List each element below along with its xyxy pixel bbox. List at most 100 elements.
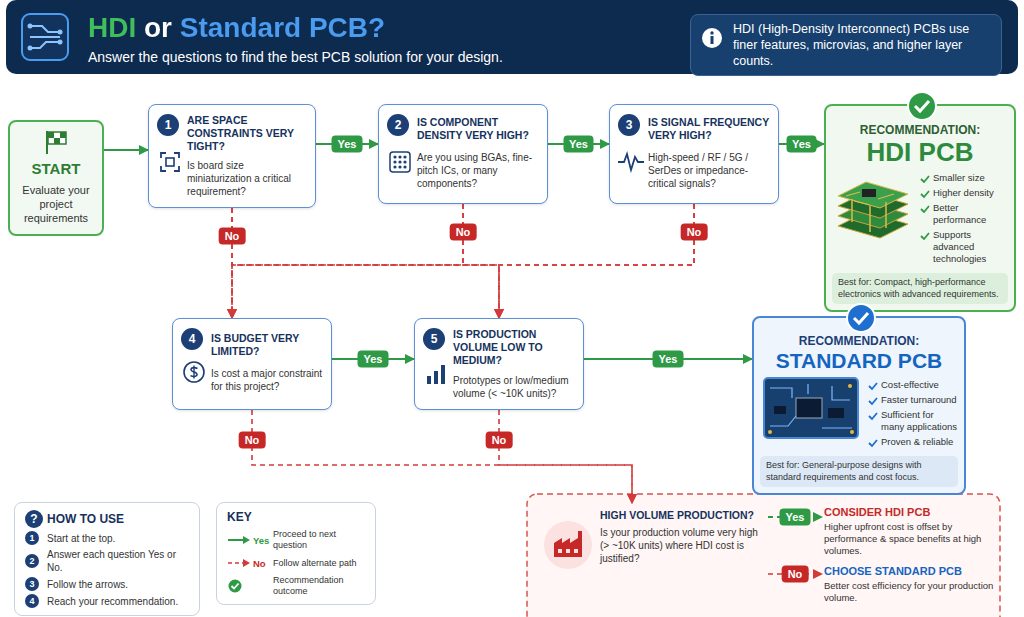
question-box: 2IS COMPONENT DENSITY VERY HIGH?Are you … bbox=[378, 104, 548, 204]
best-for-band: Best for: General-purpose designs with s… bbox=[760, 456, 958, 487]
node-text: Higher upfront cost is offset by perform… bbox=[824, 521, 994, 557]
flag-icon-part bbox=[48, 132, 54, 138]
question-box: HIGH VOLUME PRODUCTION?Is your productio… bbox=[540, 503, 768, 599]
flow-connector bbox=[499, 204, 694, 318]
density-icon-part-part bbox=[403, 160, 406, 163]
node-text: CHOOSE STANDARD PCB bbox=[824, 565, 994, 578]
flow-connector bbox=[232, 204, 463, 318]
question-box: 4 IS BUDGET VERY LIMITED? Is cost a major … bbox=[172, 318, 332, 410]
node-text: 4 bbox=[181, 328, 203, 350]
node-text: 3 bbox=[618, 114, 640, 136]
standard-board-illustration-part bbox=[850, 430, 854, 434]
hdi-board-illustration bbox=[834, 172, 912, 242]
header-icon-part bbox=[28, 46, 33, 51]
info-box: HDI (High-Density Interconnect) PCBs use… bbox=[690, 14, 1002, 76]
node-text: Is cost a major constraint for this proj… bbox=[211, 367, 323, 400]
check-badge-part bbox=[847, 304, 875, 332]
node-text: 2 bbox=[25, 554, 39, 568]
flow-connector bbox=[232, 204, 694, 318]
edge-label: Yes bbox=[563, 136, 594, 153]
node-text: Supports advanced technologies bbox=[920, 229, 1008, 265]
budget-icon-part bbox=[193, 366, 194, 379]
edge-label: Yes bbox=[780, 509, 811, 526]
legend-sample bbox=[227, 579, 251, 593]
node-text: Are you using BGAs, fine-pitch ICs, or m… bbox=[417, 151, 539, 195]
high-volume-panel bbox=[527, 494, 1000, 617]
node-text: Better cost efficiency for your producti… bbox=[824, 580, 994, 604]
edge-label: No bbox=[681, 224, 708, 241]
header-icon-part bbox=[58, 30, 63, 35]
legend-sample-part bbox=[243, 536, 250, 544]
standard-board-illustration-part bbox=[764, 378, 858, 438]
legend-sample-part bbox=[243, 559, 250, 567]
header-icon-part bbox=[28, 24, 33, 29]
size-icon bbox=[159, 151, 181, 173]
node-text: HDI PCB bbox=[832, 137, 1008, 167]
hdi-board-illustration-part bbox=[852, 199, 886, 232]
node-text: RECOMMENDATION: bbox=[760, 334, 958, 348]
node-text: ARE SPACE CONSTRAINTS VERY TIGHT? bbox=[187, 114, 307, 153]
node-text: Faster turnaround bbox=[868, 394, 958, 406]
volume-icon-part bbox=[434, 371, 438, 384]
density-icon-part-part bbox=[398, 160, 401, 163]
legend-row: Recommendation outcome bbox=[227, 575, 365, 597]
legend-row: YesProceed to next question bbox=[227, 529, 365, 551]
outcome-box: CONSIDER HDI PCB Higher upfront cost is o… bbox=[822, 503, 996, 560]
start-box: STARTEvaluate your project requirements bbox=[8, 120, 104, 236]
edge-label: No bbox=[239, 432, 266, 449]
node-text: Higher density bbox=[920, 187, 1008, 199]
edge-label: No bbox=[219, 228, 246, 245]
legend-sample-part bbox=[232, 584, 239, 589]
budget-icon bbox=[183, 361, 205, 383]
flow-connector bbox=[232, 208, 499, 318]
standard-board-illustration bbox=[762, 376, 860, 440]
edge-label: No bbox=[450, 224, 477, 241]
factory-icon-part bbox=[544, 521, 592, 569]
node-text: Proven & reliable bbox=[868, 436, 958, 448]
legend-text: Follow alternate path bbox=[273, 558, 357, 569]
legend-text: Proceed to next question bbox=[273, 529, 365, 551]
factory-icon bbox=[542, 519, 594, 571]
recommendation-box: RECOMMENDATION:HDI PCBSmaller sizeHigher… bbox=[824, 104, 1016, 312]
node-text: 4 bbox=[25, 594, 39, 608]
outcome-box: CHOOSE STANDARD PCB Better cost efficienc… bbox=[822, 562, 996, 607]
header-icon-part bbox=[22, 14, 68, 60]
legend-sample bbox=[227, 556, 251, 570]
node-text: Is board size miniaturization a critical… bbox=[187, 159, 307, 198]
density-icon bbox=[389, 151, 411, 173]
node-text: Follow the arrows. bbox=[47, 578, 189, 591]
check-badge bbox=[905, 89, 939, 123]
legend-sample-part bbox=[229, 580, 242, 593]
check-badge-part bbox=[908, 92, 936, 120]
question-box: 1ARE SPACE CONSTRAINTS VERY TIGHT?Is boa… bbox=[148, 104, 316, 208]
node-text: Better performance bbox=[920, 202, 1008, 226]
density-icon-part-part bbox=[393, 155, 396, 158]
node-text: KEY bbox=[227, 510, 365, 524]
edge-label: Yes bbox=[786, 136, 817, 153]
node-text: Answer each question Yes or No. bbox=[47, 548, 189, 574]
density-icon-part-part bbox=[403, 155, 406, 158]
volume-icon bbox=[425, 363, 447, 385]
node-text: IS COMPONENT DENSITY VERY HIGH? bbox=[417, 116, 539, 142]
flag-icon-part bbox=[48, 132, 66, 144]
node-text: HDI (High-Density Interconnect) PCBs use… bbox=[733, 21, 991, 69]
signal-icon-part bbox=[618, 154, 644, 170]
header-icon-part bbox=[58, 40, 63, 45]
node-text: CONSIDER HDI PCB bbox=[824, 506, 994, 519]
hdi-board-illustration-part-part bbox=[869, 206, 871, 232]
density-icon-part bbox=[390, 152, 410, 172]
factory-icon-part bbox=[554, 531, 582, 557]
node-text: IS BUDGET VERY LIMITED? bbox=[211, 332, 323, 358]
check-badge bbox=[844, 301, 878, 335]
factory-icon-part bbox=[566, 549, 570, 553]
node-text: Best for: General-purpose designs with s… bbox=[766, 460, 952, 483]
size-icon-part bbox=[161, 153, 179, 171]
node-text: IS SIGNAL FREQUENCY VERY HIGH? bbox=[648, 116, 770, 142]
flow-connector bbox=[499, 410, 632, 503]
factory-icon-part bbox=[574, 549, 578, 553]
header-icon-part bbox=[30, 26, 60, 48]
volume-icon-part bbox=[441, 365, 445, 384]
signal-icon bbox=[618, 151, 644, 173]
recommendation-box: RECOMMENDATION:STANDARD PCBCost-effectiv… bbox=[752, 316, 966, 495]
